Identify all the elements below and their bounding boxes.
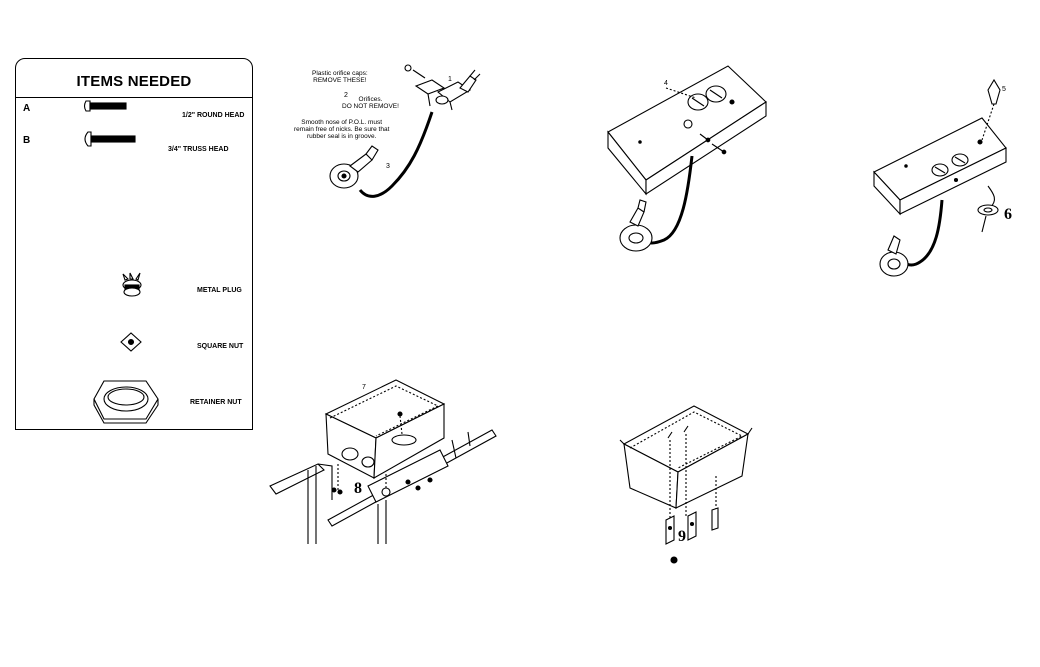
square-nut-icon (120, 332, 142, 352)
item-label-metal-plug: METAL PLUG (197, 287, 242, 294)
figure-number-7: 7 (362, 384, 366, 391)
item-label-retainer-nut: RETAINER NUT (190, 399, 242, 406)
retainer-nut-icon (93, 380, 159, 424)
firebox-cart-figure (269, 379, 497, 544)
figure-number-3: 3 (386, 163, 390, 170)
item-label-truss-head: 3/4" TRUSS HEAD (168, 146, 229, 153)
items-needed-title: ITEMS NEEDED (76, 73, 192, 90)
figure-number-4: 4 (664, 80, 668, 87)
figure-big-number-6: 6 (1004, 206, 1012, 223)
figure-number-1: 1 (448, 76, 452, 83)
figure-number-2: 2 (344, 92, 348, 99)
panel-divider (16, 97, 252, 98)
figure-big-number-8: 8 (354, 480, 362, 497)
item-label-round-head: 1/2" ROUND HEAD (182, 112, 245, 119)
figure-number-5: 5 (1002, 86, 1006, 93)
item-letter-a: A (23, 103, 31, 114)
callout-orifice-caps: Plastic orifice caps: REMOVE THESE! (312, 70, 368, 84)
firebox-brackets-figure (619, 405, 753, 564)
figure-big-number-9: 9 (678, 528, 686, 545)
round-head-screw-icon (83, 100, 127, 112)
callout-orifices: Orifices. DO NOT REMOVE! (342, 96, 399, 110)
callout-pol-fitting: Smooth nose of P.O.L. must remain free o… (294, 119, 390, 140)
metal-plug-icon (122, 272, 142, 297)
items-needed-panel: ITEMS NEEDED A 1/2" ROUND HEAD B 3/4" TR… (15, 58, 253, 430)
item-label-square-nut: SQUARE NUT (197, 343, 244, 350)
control-panel-figure (607, 65, 767, 252)
igniter-panel-figure (873, 78, 1007, 277)
truss-head-screw-icon (84, 131, 136, 147)
regulator-valve-figure (329, 64, 481, 198)
item-letter-b: B (23, 135, 31, 146)
